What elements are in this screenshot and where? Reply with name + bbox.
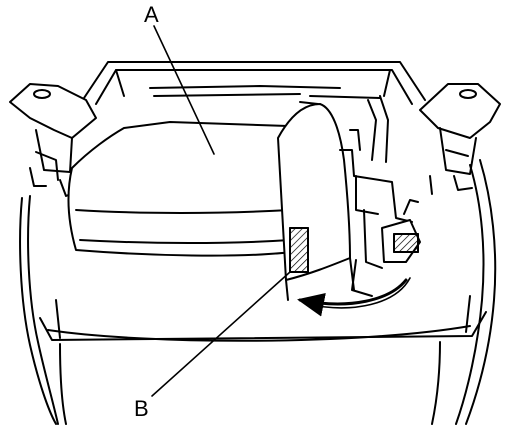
hatched-clip bbox=[289, 227, 309, 273]
rear-frame bbox=[83, 61, 426, 163]
leader-line-a bbox=[153, 25, 215, 155]
rotation-arrow bbox=[297, 278, 408, 317]
callout-label-b: B bbox=[134, 396, 149, 421]
callout-label-a: A bbox=[144, 2, 159, 27]
rotation-arrow-body bbox=[305, 277, 411, 309]
leader-line-b bbox=[151, 271, 291, 397]
seat-cushion bbox=[67, 121, 293, 257]
seat-mechanism bbox=[339, 129, 421, 297]
left-hinge-bracket bbox=[9, 83, 97, 197]
hatched-clip-outline bbox=[289, 227, 309, 273]
right-hinge-bracket bbox=[419, 83, 501, 195]
seat-frame bbox=[19, 159, 497, 425]
